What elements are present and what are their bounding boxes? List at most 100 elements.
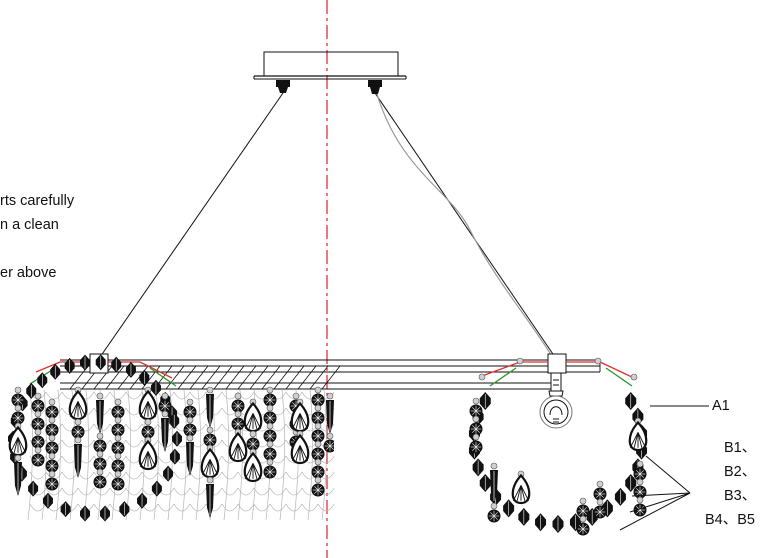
- chain-pin: [96, 468, 104, 476]
- chain-pin: [48, 416, 56, 424]
- crystal-prism: [161, 418, 169, 452]
- crystal-bead: [633, 485, 647, 499]
- crystal-strand: [183, 398, 197, 476]
- chain-pin: [266, 422, 274, 430]
- crystal-bead: [183, 423, 197, 437]
- chain-pin: [472, 415, 480, 423]
- crystal-bead: [141, 425, 155, 439]
- right-crystal-ring: [468, 357, 648, 536]
- crystal-bead: [31, 417, 45, 431]
- chain-pin: [314, 476, 322, 484]
- chain-pin: [114, 470, 122, 478]
- crystal-strand: [68, 386, 88, 478]
- frame-hatching: [69, 365, 341, 390]
- chain-pin: [596, 498, 604, 506]
- crystal-octagon: [535, 513, 547, 532]
- callout-a1: A1: [712, 398, 730, 414]
- chain-pin: [206, 476, 214, 484]
- crystal-octagon: [614, 487, 626, 506]
- chain-pin: [314, 458, 322, 466]
- note-line-2: n a clean: [0, 217, 59, 233]
- crystal-teardrop: [243, 401, 263, 433]
- suspension-wires: [97, 92, 558, 361]
- crystal-strand: [323, 392, 334, 453]
- crystal-octagon: [125, 361, 136, 378]
- crystal-bead: [31, 453, 45, 467]
- crystal-strand: [228, 392, 248, 463]
- crystal-bead: [158, 399, 172, 413]
- chain-pin: [114, 452, 122, 460]
- crystal-strand: [511, 470, 531, 505]
- chain-pin: [516, 357, 524, 365]
- chain-pin: [96, 392, 104, 400]
- crystal-bead: [311, 447, 325, 461]
- chain-pin: [234, 392, 242, 400]
- crystal-prism: [186, 442, 194, 476]
- crystal-prism: [206, 484, 214, 518]
- crystal-strand: [111, 398, 125, 491]
- crystal-strand: [628, 417, 648, 452]
- chain-pin: [114, 416, 122, 424]
- crystal-bead: [93, 457, 107, 471]
- chain-pin: [161, 392, 169, 400]
- chain-pin: [34, 410, 42, 418]
- callout-b3: B3、: [724, 488, 757, 504]
- crystal-octagon: [625, 474, 637, 492]
- chain-pin: [114, 398, 122, 406]
- left-ring-arc: [8, 354, 182, 522]
- crystal-bead: [111, 459, 125, 473]
- crystal-octagon: [518, 507, 530, 526]
- chain-pin: [266, 386, 274, 394]
- crystal-strand: [31, 392, 45, 467]
- chain-pin: [48, 434, 56, 442]
- crystal-octagon: [37, 372, 48, 389]
- crystal-prism: [326, 400, 334, 434]
- crystal-octagon: [95, 354, 106, 371]
- chain-pin: [186, 434, 194, 442]
- crystal-bead: [231, 399, 245, 413]
- crystal-bead: [263, 411, 277, 425]
- chain-pin: [206, 386, 214, 394]
- crystal-bead: [183, 405, 197, 419]
- crystal-bead: [593, 505, 607, 519]
- crystal-octagon: [60, 501, 71, 518]
- leader-lines: [619, 405, 709, 531]
- crystal-strand: [200, 386, 220, 518]
- crystal-bead: [576, 522, 590, 536]
- crystal-octagon: [80, 505, 91, 522]
- crystal-octagon: [80, 354, 91, 371]
- crystal-octagon: [99, 505, 110, 522]
- chain-pin: [579, 515, 587, 523]
- crystal-bead: [263, 393, 277, 407]
- chain-pin: [186, 398, 194, 406]
- light-bulb: [539, 372, 573, 429]
- crystal-bead: [487, 509, 501, 523]
- chain-pin: [314, 422, 322, 430]
- chain-pin: [314, 386, 322, 394]
- crystal-bead: [633, 467, 647, 481]
- crystal-bead: [311, 465, 325, 479]
- crystal-bead: [45, 423, 59, 437]
- crystal-octagon: [171, 430, 182, 447]
- crystal-octagon: [169, 448, 180, 465]
- chain-pin: [186, 416, 194, 424]
- crystal-strand: [469, 397, 483, 454]
- crystal-prism: [74, 444, 82, 478]
- crystal-bead: [31, 435, 45, 449]
- chain-pin: [579, 497, 587, 505]
- crystal-bead: [576, 504, 590, 518]
- crystal-bead: [93, 475, 107, 489]
- crystal-strand: [93, 392, 107, 489]
- crystal-strand: [593, 480, 607, 519]
- crystal-strand: [633, 460, 647, 517]
- crystal-bead: [323, 439, 334, 453]
- crystal-bead: [71, 425, 85, 439]
- chain-pin: [96, 450, 104, 458]
- chain-pin: [472, 433, 480, 441]
- crystal-bead: [31, 399, 45, 413]
- chain-pin: [472, 397, 480, 405]
- callout-b2: B2、: [724, 464, 757, 480]
- crystal-teardrop: [200, 447, 220, 479]
- chain-pin: [48, 398, 56, 406]
